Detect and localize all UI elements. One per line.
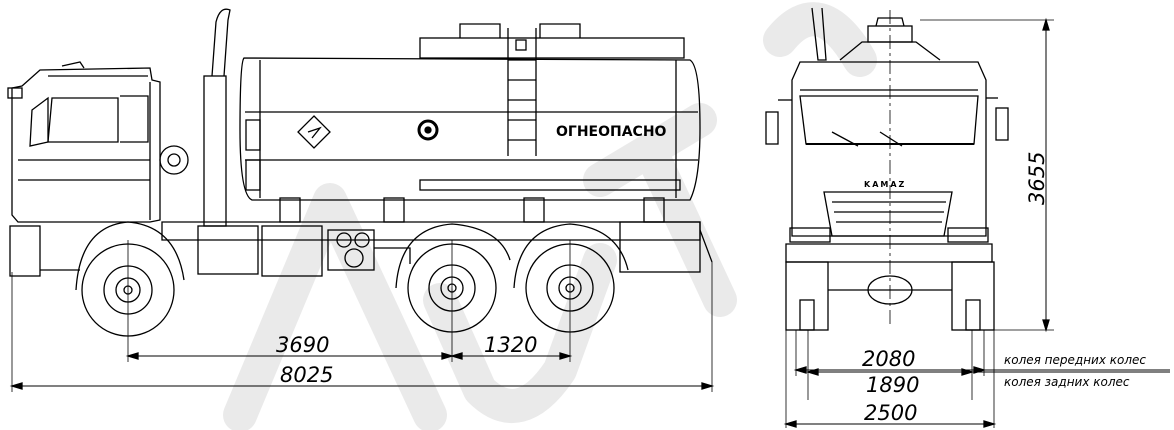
dim-front-track: 2080 xyxy=(862,347,915,371)
note-front-track: колея передних колес xyxy=(1004,353,1146,367)
front-view xyxy=(765,7,1170,428)
front-cab xyxy=(765,61,1009,263)
dim-line-height xyxy=(1042,17,1050,333)
tank-warning-label: ОГНЕОПАСНО xyxy=(556,124,667,140)
dim-line-wheelbase-front xyxy=(125,352,455,360)
front-wheel xyxy=(75,221,185,337)
fuel-tank xyxy=(239,23,701,201)
brand-label: KAMAZ xyxy=(864,180,906,189)
dim-rear-track: 1890 xyxy=(866,373,919,397)
dim-line-overall-length xyxy=(9,382,715,390)
exhaust-pipe xyxy=(211,8,231,77)
dim-line-wheelbase-rear xyxy=(449,352,573,360)
side-view xyxy=(7,8,715,392)
truck-cab xyxy=(7,61,161,277)
dim-wheelbase-rear: 1320 xyxy=(484,333,537,357)
dim-line-rear-track xyxy=(805,368,1170,376)
dim-overall-width: 2500 xyxy=(864,401,917,425)
dim-wheelbase-front: 3690 xyxy=(276,333,329,357)
chassis xyxy=(161,197,713,277)
note-rear-track: колея задних колес xyxy=(1004,375,1130,389)
dim-line-overall-width xyxy=(783,420,997,428)
dim-height: 3655 xyxy=(1025,152,1049,205)
dim-overall-length: 8025 xyxy=(280,363,333,387)
